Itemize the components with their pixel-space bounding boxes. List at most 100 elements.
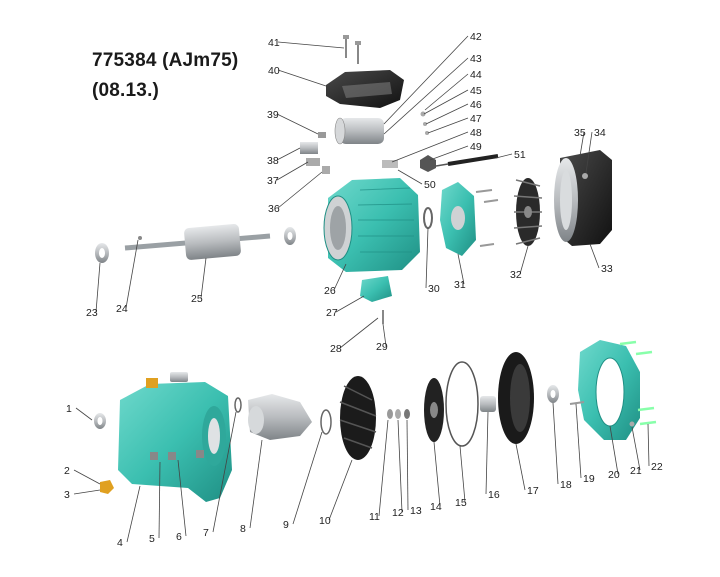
callout-label-35: 35 — [574, 127, 586, 139]
leader-line-14 — [433, 441, 441, 507]
priming-plug-3 — [100, 480, 114, 494]
callout-label-17: 17 — [527, 485, 539, 497]
bolt-31c — [479, 243, 495, 247]
callout-label-1: 1 — [66, 403, 72, 415]
leader-line-1 — [75, 407, 93, 421]
leader-line-29 — [382, 323, 387, 347]
callout-label-8: 8 — [240, 523, 246, 535]
leader-line-9 — [292, 431, 323, 525]
washer-47 — [425, 131, 429, 135]
callout-label-5: 5 — [149, 533, 155, 545]
drain-plug-1 — [94, 413, 106, 429]
terminal-base-27 — [360, 276, 392, 302]
leader-line-11 — [378, 419, 389, 517]
leader-line-50 — [397, 169, 423, 185]
venturi-8 — [248, 394, 312, 440]
callout-label-29: 29 — [376, 341, 388, 353]
key-24 — [138, 236, 142, 240]
leader-line-27 — [335, 295, 365, 313]
terminal-39 — [318, 132, 326, 138]
leader-line-12 — [397, 419, 403, 513]
washer-21 — [629, 421, 635, 427]
callout-label-48: 48 — [470, 127, 482, 139]
washer-45 — [420, 111, 426, 117]
callout-label-38: 38 — [267, 155, 279, 167]
leader-line-33 — [589, 243, 600, 269]
leader-line-35 — [579, 131, 585, 157]
callout-label-27: 27 — [326, 307, 338, 319]
callout-label-44: 44 — [470, 69, 482, 81]
leader-line-38 — [276, 147, 301, 161]
leader-line-23 — [95, 262, 101, 313]
leader-line-48 — [391, 131, 469, 163]
leader-line-28 — [339, 317, 379, 349]
diagram-title-date: (08.13.) — [92, 80, 160, 101]
leader-line-25 — [200, 257, 207, 299]
leader-line-43 — [383, 57, 469, 135]
bolt-31a — [475, 189, 493, 193]
callout-label-46: 46 — [470, 99, 482, 111]
terminal-37 — [306, 158, 320, 166]
leader-line-36 — [277, 171, 323, 209]
callout-label-37: 37 — [267, 175, 279, 187]
leader-line-24 — [125, 239, 139, 309]
leader-line-39 — [276, 113, 319, 135]
callout-label-20: 20 — [608, 469, 620, 481]
leader-line-47 — [427, 117, 469, 134]
leader-line-30 — [425, 227, 429, 289]
impeller-14 — [424, 378, 444, 442]
leader-line-8 — [249, 439, 263, 529]
leader-line-26 — [333, 263, 347, 291]
wave-washer-30 — [423, 207, 433, 229]
leader-line-6 — [177, 459, 187, 537]
leader-line-13 — [406, 419, 409, 511]
callout-label-42: 42 — [470, 31, 482, 43]
seal-plate-17 — [498, 352, 534, 444]
callout-label-39: 39 — [267, 109, 279, 121]
leader-line-15 — [459, 445, 466, 503]
leader-line-51 — [495, 153, 513, 159]
leader-line-41 — [277, 41, 345, 49]
nut-13 — [404, 409, 410, 419]
leader-line-7 — [212, 411, 237, 533]
leader-line-46 — [425, 103, 469, 125]
callout-label-10: 10 — [319, 515, 331, 527]
callout-label-31: 31 — [454, 279, 466, 291]
o-ring-7 — [234, 397, 242, 413]
callout-label-40: 40 — [268, 65, 280, 77]
leader-line-3 — [73, 489, 101, 495]
leader-line-49 — [429, 145, 469, 161]
callout-label-36: 36 — [268, 203, 280, 215]
callout-label-26: 26 — [324, 285, 336, 297]
capacitor-42 — [334, 117, 384, 145]
callout-label-2: 2 — [64, 465, 70, 477]
bearing-rear — [284, 227, 296, 245]
callout-label-28: 28 — [330, 343, 342, 355]
fan-cover-33 — [554, 150, 612, 246]
screw-19 — [569, 401, 585, 405]
callout-label-33: 33 — [601, 263, 613, 275]
callout-label-32: 32 — [510, 269, 522, 281]
leader-line-5 — [158, 461, 161, 539]
callout-label-9: 9 — [283, 519, 289, 531]
callout-label-6: 6 — [176, 531, 182, 543]
leader-line-31 — [457, 253, 465, 285]
motor-housing-26 — [323, 178, 420, 272]
o-ring-9 — [320, 409, 332, 435]
callout-label-25: 25 — [191, 293, 203, 305]
bolts-22 — [619, 340, 657, 426]
washer-11 — [387, 409, 393, 419]
leader-line-45 — [423, 89, 469, 115]
callout-label-34: 34 — [594, 127, 606, 139]
callout-label-19: 19 — [583, 473, 595, 485]
screw-41 — [343, 35, 361, 64]
callout-label-11: 11 — [369, 511, 380, 523]
callout-label-3: 3 — [64, 489, 70, 501]
callout-label-47: 47 — [470, 113, 482, 125]
cooling-fan-32 — [513, 178, 543, 246]
nut-49 — [420, 155, 436, 172]
leader-line-37 — [276, 161, 309, 181]
diagram-title-model: 775384 (AJm75) — [92, 50, 239, 71]
